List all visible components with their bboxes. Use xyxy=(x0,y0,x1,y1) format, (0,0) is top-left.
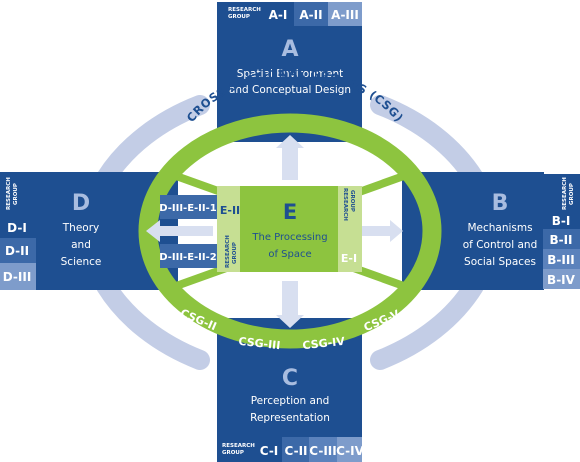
area-c-title-line2: Representation xyxy=(250,412,330,424)
group-b-i-label: B-I xyxy=(552,214,571,228)
arrow-right xyxy=(360,220,403,242)
group-d-ii-cell xyxy=(0,238,36,263)
area-a-title-line1: Spatial Environment xyxy=(237,68,344,80)
area-d-title-line2: and xyxy=(71,239,91,251)
group-c-iii-label: C-III xyxy=(309,444,336,458)
research-group-label-c2: GROUP xyxy=(222,450,244,456)
csg-iii-label: CSG-III xyxy=(238,335,281,352)
group-a-ii-label: A-II xyxy=(299,8,322,22)
research-group-label-a2: GROUP xyxy=(228,14,250,20)
group-b-ii-cell xyxy=(543,229,580,249)
subgroup-d-iii-e-ii-1-label: D-III-E-II-1 xyxy=(159,203,217,214)
area-b-title-line1: Mechanisms xyxy=(467,222,532,234)
area-a-letter: A xyxy=(281,37,298,62)
group-c-iii-cell xyxy=(309,437,337,462)
group-e-i-label: E-I xyxy=(341,252,357,265)
subgroup-d-iii-e-ii-2-box xyxy=(160,244,217,268)
area-b-title-line2: of Control and xyxy=(463,239,538,251)
group-c-i-label: C-I xyxy=(260,444,279,458)
research-group-label-c1: RESEARCH xyxy=(222,443,255,449)
arrow-up xyxy=(276,135,304,180)
research-group-label-b2: GROUP xyxy=(569,183,575,205)
group-a-i-label: A-I xyxy=(269,8,288,22)
research-group-label-e2a: RESEARCH xyxy=(225,235,231,268)
area-e-letter: E xyxy=(283,200,297,224)
subgroup-d-iii-e-ii-1-box xyxy=(160,195,217,219)
group-e-ii-label: E-II xyxy=(220,204,240,217)
group-b-iii-cell xyxy=(543,249,580,269)
outer-ring-arc-top-left xyxy=(96,95,210,188)
area-e-subgroups: D-III-E-II-1 D-III-E-II-2 xyxy=(159,195,217,268)
group-a-iii-label: A-III xyxy=(331,8,359,22)
csg-iv-label: CSG-IV xyxy=(302,335,346,352)
area-e-title-line2: of Space xyxy=(268,249,311,260)
research-group-label-a1: RESEARCH xyxy=(228,7,261,13)
group-e-i-strip xyxy=(337,186,362,272)
group-e-ii-strip xyxy=(217,186,243,272)
area-b-letter: B xyxy=(492,191,509,216)
outer-ring xyxy=(96,95,484,370)
outer-ring-arc-bottom-left xyxy=(96,276,210,370)
area-d-title-line3: Science xyxy=(61,256,102,268)
area-a-block: RESEARCH GROUP A-I A-II A-III A Spatial … xyxy=(217,2,362,142)
area-b-title-line3: Social Spaces xyxy=(464,256,536,268)
arrow-left xyxy=(146,220,213,242)
research-group-label-d2: GROUP xyxy=(13,183,19,205)
group-c-iv-label: C-IV xyxy=(336,444,365,458)
group-b-iv-label: B-IV xyxy=(547,273,576,287)
research-group-label-e2b: GROUP xyxy=(232,242,238,264)
arrow-down xyxy=(276,281,304,328)
research-group-label-d1: RESEARCH xyxy=(6,177,12,210)
area-a-title-line2: and Conceptual Design xyxy=(229,84,351,96)
group-c-ii-label: C-II xyxy=(285,444,308,458)
area-e-block: E-II RESEARCH GROUP RESEARCH GROUP E-I E… xyxy=(217,186,362,272)
area-e-box xyxy=(240,186,338,272)
group-d-ii-label: D-II xyxy=(5,244,29,258)
group-b-ii-label: B-II xyxy=(549,233,572,247)
outer-ring-arc-bottom-right xyxy=(370,276,484,370)
area-c-title-line1: Perception and xyxy=(251,395,330,407)
group-b-iv-cell xyxy=(543,269,580,289)
group-a-ii-cell xyxy=(294,2,328,26)
area-c-letter: C xyxy=(282,366,298,391)
group-d-iii-label: D-III xyxy=(3,270,32,284)
group-d-i-label: D-I xyxy=(7,221,27,235)
area-d-title-line1: Theory xyxy=(62,222,99,234)
group-c-ii-cell xyxy=(282,437,309,462)
research-group-label-e1a: RESEARCH xyxy=(342,188,348,221)
subgroup-d-iii-e-ii-2-label: D-III-E-II-2 xyxy=(159,252,217,263)
group-d-iii-cell xyxy=(0,263,36,290)
research-group-label-e1b: GROUP xyxy=(349,190,355,212)
group-c-iv-cell xyxy=(337,437,362,462)
outer-ring-arc-top-right xyxy=(370,95,484,188)
area-e-title-line1: The Processing xyxy=(251,232,327,243)
research-group-label-b1: RESEARCH xyxy=(562,177,568,210)
group-b-iii-label: B-III xyxy=(547,253,575,267)
connection-arrows xyxy=(146,135,403,328)
group-a-iii-cell xyxy=(328,2,362,26)
area-d-letter: D xyxy=(72,191,90,216)
